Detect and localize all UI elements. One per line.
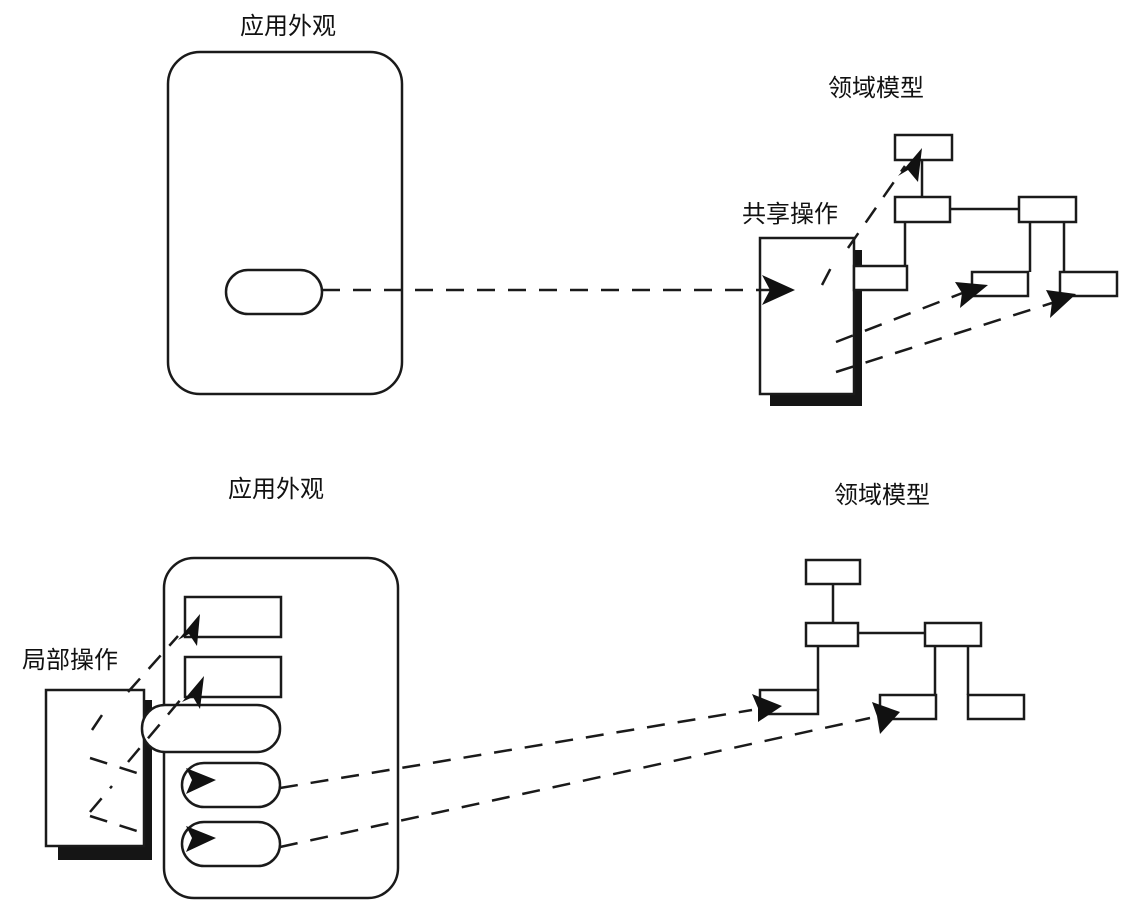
top-root-arrowhead	[898, 148, 922, 182]
top-lower-right-arrowhead	[1046, 290, 1076, 318]
bottom-facade-field-1	[183, 595, 283, 639]
bottom-inner-dash-4	[89, 814, 141, 834]
bottom-local-operation-box	[44, 688, 146, 848]
top-facade-ui-element	[224, 268, 324, 316]
bottom-domain-box-right	[923, 621, 983, 648]
bottom-domain-box-lower-right	[966, 693, 1026, 721]
bottom-pill-2-to-domain-line	[279, 716, 871, 849]
bottom-domain-box-lower-middle	[878, 693, 938, 721]
bottom-domain-box-center	[804, 621, 860, 648]
bottom-inner-dash-2	[89, 756, 141, 776]
top-domain-box-center	[893, 195, 952, 224]
bottom-domain-label: 领域模型	[834, 481, 930, 509]
top-lower-left-arrowhead	[955, 282, 988, 308]
top-shared-operation-box	[758, 236, 856, 396]
bottom-inner-dash-3	[89, 785, 113, 813]
top-domain-box-lower-left	[970, 270, 1030, 298]
bottom-domain-lower-left-arrowhead	[752, 694, 782, 722]
bottom-inner-dash-1	[90, 705, 110, 731]
top-domain-box-lower-right	[1058, 270, 1119, 298]
bottom-operation-label: 局部操作	[22, 646, 118, 674]
top-domain-box-right	[1017, 195, 1078, 224]
top-operation-to-lower-left-line	[835, 290, 966, 344]
bottom-field-1-arrowhead	[178, 614, 200, 646]
top-operation-label: 共享操作	[742, 200, 838, 228]
top-operation-to-lower-right-line	[835, 300, 1056, 374]
top-domain-box-attached	[852, 264, 909, 292]
top-operation-to-root-line	[846, 165, 907, 249]
top-diagram: 应用外观 领域模型 共享操作	[166, 12, 1119, 406]
top-facade-arrowhead	[762, 275, 795, 305]
top-domain-connectors	[903, 160, 1066, 272]
bottom-domain-box-root	[804, 558, 862, 586]
top-domain-label: 领域模型	[828, 74, 924, 102]
bottom-pill-1-arrowhead	[186, 768, 216, 794]
top-app-label: 应用外观	[240, 12, 336, 40]
bottom-field-2-arrowhead	[182, 676, 204, 709]
bottom-facade-pill-attached	[140, 703, 282, 754]
top-inner-dash	[820, 259, 837, 286]
bottom-facade-pill-2	[180, 820, 282, 868]
top-domain-box-root	[893, 133, 954, 162]
bottom-app-label: 应用外观	[228, 475, 324, 503]
bottom-facade-pill-1	[180, 761, 282, 809]
bottom-domain-lower-middle-arrowhead	[872, 702, 900, 734]
bottom-diagram: 应用外观 领域模型 局部操作	[22, 475, 1026, 900]
bottom-operation-to-field-2-line	[127, 697, 183, 763]
bottom-pill-1-to-domain-line	[279, 708, 753, 790]
bottom-operation-to-field-1-line	[127, 635, 179, 693]
top-app-facade-frame	[166, 50, 404, 396]
bottom-pill-2-arrowhead	[186, 826, 216, 852]
bottom-domain-connectors	[816, 584, 970, 695]
